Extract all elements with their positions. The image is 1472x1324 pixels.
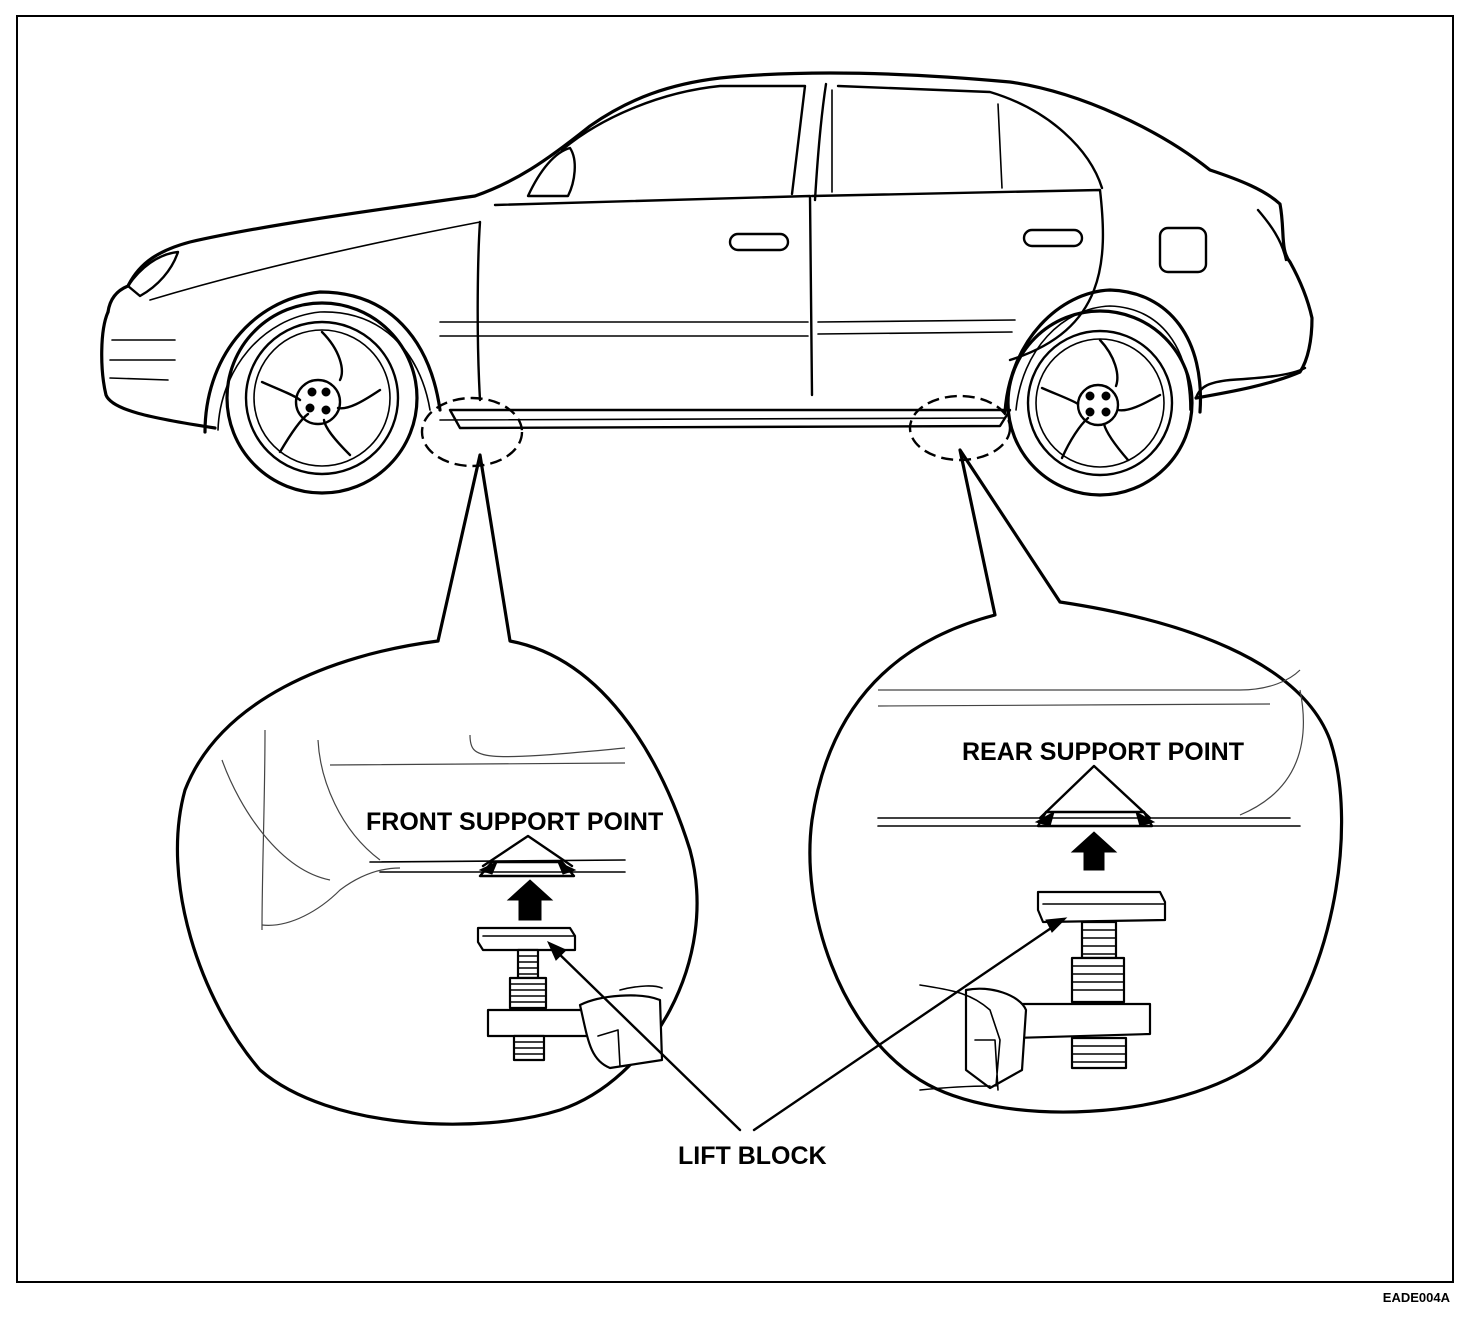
figure-code: EADE004A (1383, 1290, 1451, 1305)
rear-wheel (1006, 309, 1194, 497)
rear-detail-content (877, 669, 1304, 1091)
figure-frame (16, 15, 1454, 1283)
rear-support-point-label: REAR SUPPORT POINT (962, 738, 1244, 766)
front-lift-arrow (506, 879, 554, 921)
front-support-region (420, 396, 524, 468)
lift-block-label: LIFT BLOCK (678, 1142, 827, 1170)
rear-detail-bubble (808, 448, 1344, 1114)
front-support-point-label: FRONT SUPPORT POINT (366, 808, 663, 836)
front-wheel (225, 301, 419, 495)
car-side-view (100, 71, 1314, 497)
rear-lift-arrow (1070, 831, 1118, 871)
front-detail-bubble (175, 453, 699, 1126)
rear-support-region (908, 394, 1012, 462)
lift-block-leaders (547, 917, 1068, 1132)
front-detail-content (221, 729, 664, 1070)
